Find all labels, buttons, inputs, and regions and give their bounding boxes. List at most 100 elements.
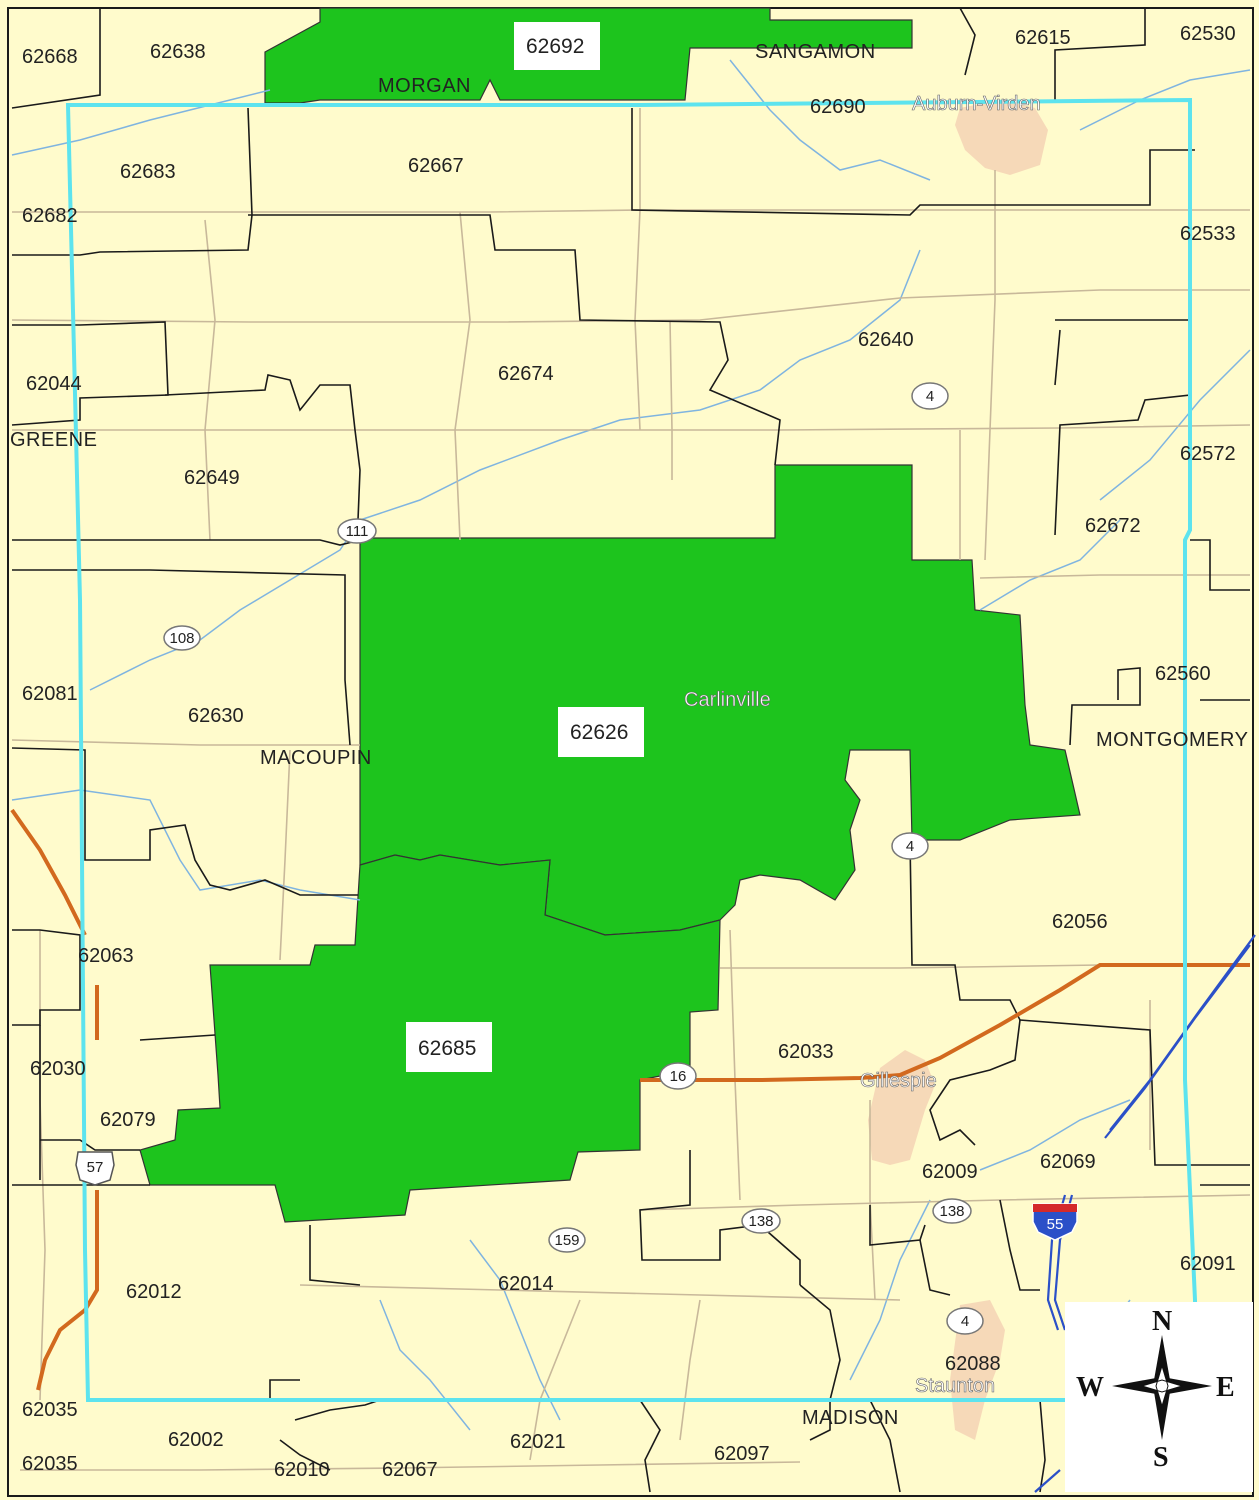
compass-label-west: W bbox=[1076, 1372, 1104, 1403]
road-h8 bbox=[299, 1284, 901, 1301]
zip-label: 62530 bbox=[1180, 23, 1236, 45]
zip-label: 62097 bbox=[714, 1443, 770, 1465]
zip-label: 62010 bbox=[274, 1459, 330, 1481]
zip-label: 62630 bbox=[188, 705, 244, 727]
road-v6 bbox=[669, 319, 673, 480]
river-4 bbox=[729, 59, 931, 181]
state-route-shield: 108 bbox=[163, 625, 201, 651]
zip-label: 62640 bbox=[858, 329, 914, 351]
zip-border-13 bbox=[39, 1025, 140, 1180]
zip-border-11 bbox=[11, 747, 358, 896]
svg-text:111: 111 bbox=[346, 523, 369, 540]
road-d1 bbox=[529, 1299, 581, 1461]
zip-label: 62014 bbox=[498, 1273, 554, 1295]
road-h4 bbox=[11, 739, 360, 746]
study-area-border bbox=[65, 97, 1197, 1402]
interstate-shield: 55 bbox=[1032, 1203, 1078, 1241]
urban-staunton bbox=[950, 1300, 1005, 1440]
state-route-shield: 159 bbox=[548, 1227, 586, 1253]
county-label-layer: MORGAN SANGAMON GREENE MACOUPIN MONTGOME… bbox=[10, 41, 1248, 1429]
urban-gillespie bbox=[868, 1050, 935, 1165]
zip-border-10 bbox=[12, 569, 351, 746]
river-10 bbox=[469, 1239, 561, 1421]
zip-label-box bbox=[558, 707, 644, 757]
zip-border-17 bbox=[1054, 329, 1061, 386]
zip-label: 62638 bbox=[150, 41, 206, 63]
zip-label: 62685 bbox=[418, 1037, 476, 1060]
zip-label: 62674 bbox=[498, 363, 554, 385]
zip-border-24 bbox=[639, 1150, 801, 1285]
road-v3 bbox=[634, 108, 641, 431]
zip-label: 62088 bbox=[945, 1353, 1001, 1375]
zip-border-33 bbox=[869, 1399, 901, 1493]
zip-label: 62002 bbox=[168, 1429, 224, 1451]
zip-label: 62033 bbox=[778, 1041, 834, 1063]
compass-inner-star bbox=[1140, 1364, 1184, 1408]
county-label: SANGAMON bbox=[755, 41, 876, 63]
road-h2 bbox=[11, 289, 1250, 323]
road-h5 bbox=[979, 574, 1250, 579]
zip-border-32 bbox=[639, 1399, 661, 1493]
road-h7 bbox=[639, 1194, 1251, 1211]
interstate-se bbox=[1034, 1469, 1061, 1493]
state-route-shield: 4 bbox=[891, 832, 929, 860]
zip-border-19 bbox=[1069, 667, 1141, 746]
state-route-shield: 4 bbox=[946, 1307, 984, 1335]
county-label: MONTGOMERY bbox=[1096, 729, 1248, 751]
zip-border-6 bbox=[959, 7, 976, 76]
compass-label-north: N bbox=[1152, 1306, 1172, 1337]
svg-text:138: 138 bbox=[748, 1213, 773, 1230]
zip-border-4 bbox=[631, 108, 1195, 216]
svg-text:138: 138 bbox=[939, 1203, 964, 1220]
zip-border-27 bbox=[919, 1239, 951, 1296]
state-route-shield: 138 bbox=[741, 1208, 781, 1234]
zip-label: 62079 bbox=[100, 1109, 156, 1131]
place-label: Staunton bbox=[915, 1375, 995, 1397]
zip-label: 62649 bbox=[184, 467, 240, 489]
zip-label-box bbox=[514, 22, 600, 70]
zip-label: 62035 bbox=[22, 1399, 78, 1421]
zip-border-5 bbox=[1054, 8, 1146, 100]
zip-border-22 bbox=[929, 1019, 1021, 1146]
zip-border-21 bbox=[909, 839, 1250, 1166]
zip-label: 62615 bbox=[1015, 27, 1071, 49]
zip-border-1 bbox=[11, 8, 101, 109]
zip-border-26 bbox=[999, 1199, 1040, 1291]
rivers bbox=[11, 59, 1251, 1431]
svg-text:4: 4 bbox=[926, 388, 934, 405]
state-route-shield: 138 bbox=[932, 1198, 972, 1224]
compass-needle-west bbox=[1112, 1378, 1162, 1394]
svg-text:57: 57 bbox=[87, 1159, 104, 1176]
river-11 bbox=[379, 1299, 471, 1431]
zip-label: 62668 bbox=[22, 46, 78, 68]
zip-border-25 bbox=[869, 1205, 926, 1246]
zip-label: 62069 bbox=[1040, 1151, 1096, 1173]
compass-label-east: E bbox=[1216, 1372, 1235, 1403]
road-v4 bbox=[984, 170, 996, 561]
river-1 bbox=[11, 89, 271, 156]
svg-text:159: 159 bbox=[554, 1232, 579, 1249]
interstate-line-b bbox=[1104, 944, 1251, 1139]
county-label: MADISON bbox=[802, 1407, 899, 1429]
state-route-shield: 111 bbox=[337, 518, 377, 544]
river-3 bbox=[89, 519, 361, 691]
river-8 bbox=[979, 519, 1121, 611]
highway-16 bbox=[640, 963, 1250, 1082]
zip-label: 62091 bbox=[1180, 1253, 1236, 1275]
state-route-shield: 4 bbox=[911, 382, 949, 410]
zip-label: 62021 bbox=[510, 1431, 566, 1453]
urban-auburn-virden bbox=[955, 100, 1048, 175]
river-2 bbox=[359, 249, 921, 521]
place-label: Gillespie bbox=[860, 1070, 937, 1092]
urban-areas bbox=[868, 100, 1048, 1440]
county-label: GREENE bbox=[10, 429, 97, 451]
river-5 bbox=[11, 789, 361, 901]
zip-label-box bbox=[406, 1022, 492, 1072]
route-shield-layer: 4 111 108 4 16 57 159 138 bbox=[75, 382, 1078, 1335]
orange-highways bbox=[10, 808, 1250, 1391]
zip-label: 62692 bbox=[526, 35, 584, 58]
zip-border-35 bbox=[1039, 1399, 1046, 1493]
svg-text:55: 55 bbox=[1047, 1216, 1064, 1233]
road-h9 bbox=[20, 1461, 801, 1471]
